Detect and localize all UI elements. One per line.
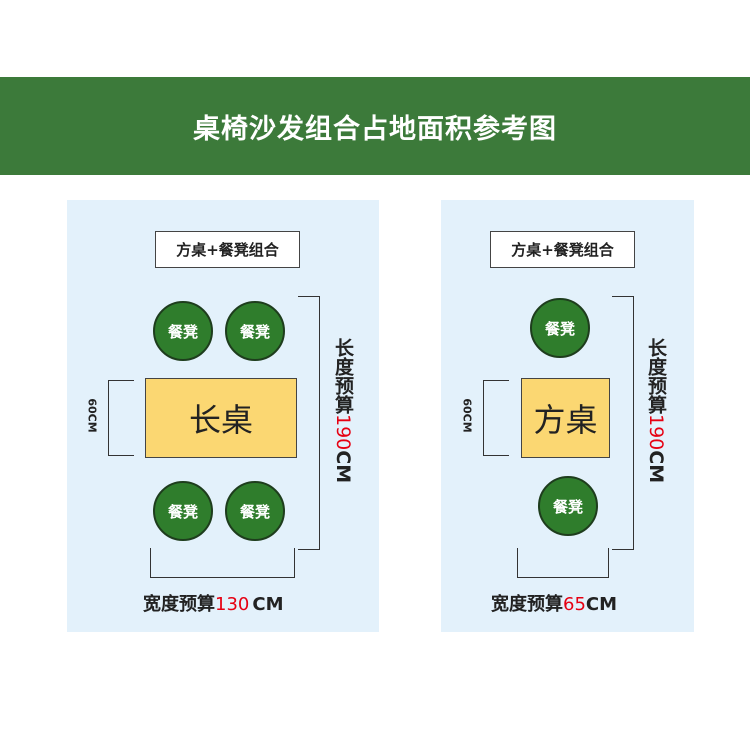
right-length-unit: CM <box>645 450 667 484</box>
left-length-bracket <box>298 296 320 550</box>
left-length-prefix: 长度预算 <box>332 338 354 414</box>
left-long-table: 长桌 <box>145 378 297 458</box>
right-depth-bracket <box>483 380 509 456</box>
left-combo-label: 方桌+餐凳组合 <box>155 231 300 268</box>
left-width-bracket <box>150 548 295 578</box>
left-length-unit: CM <box>332 450 354 484</box>
right-depth-label: 60CM <box>460 398 474 433</box>
left-stool-top-1: 餐凳 <box>153 301 213 361</box>
right-length-value: 190 <box>645 414 667 451</box>
right-width-value: 65 <box>563 594 586 615</box>
right-length-bracket <box>612 296 634 550</box>
left-depth-bracket <box>108 380 134 456</box>
right-width-unit: CM <box>585 594 618 615</box>
right-stool-bottom: 餐凳 <box>538 476 598 536</box>
left-width-unit: CM <box>252 594 284 615</box>
right-length-prefix: 长度预算 <box>645 338 667 414</box>
banner-title: 桌椅沙发组合占地面积参考图 <box>193 113 557 145</box>
left-stool-bottom-1: 餐凳 <box>153 481 213 541</box>
right-width-bracket <box>517 548 609 578</box>
left-stool-top-2: 餐凳 <box>225 301 285 361</box>
right-length-label: 长度预算190CM <box>645 338 667 484</box>
title-banner: 桌椅沙发组合占地面积参考图 <box>0 77 750 175</box>
left-width-value: 130 <box>215 594 250 615</box>
left-length-value: 190 <box>332 414 354 451</box>
left-width-prefix: 宽度预算 <box>143 594 215 615</box>
left-depth-label: 60CM <box>85 398 99 433</box>
right-stool-top: 餐凳 <box>530 298 590 358</box>
left-length-label: 长度预算190CM <box>332 338 354 484</box>
right-width-label: 宽度预算65CM <box>491 590 617 616</box>
right-combo-label: 方桌+餐凳组合 <box>490 231 635 268</box>
right-square-table: 方桌 <box>521 378 610 458</box>
left-stool-bottom-2: 餐凳 <box>225 481 285 541</box>
right-width-prefix: 宽度预算 <box>491 594 563 615</box>
